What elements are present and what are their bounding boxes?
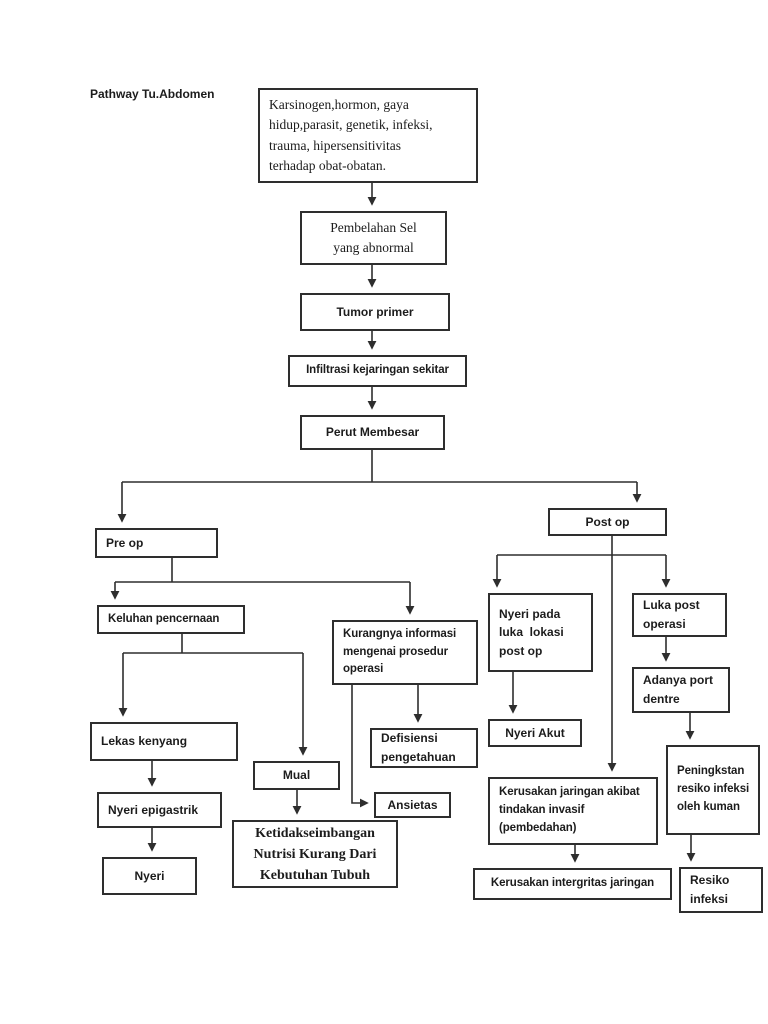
node-nyeri-pada-luka: Nyeri pada luka lokasi post op <box>488 593 593 672</box>
node-nyeri: Nyeri <box>102 857 197 895</box>
node-tumor-primer: Tumor primer <box>300 293 450 331</box>
line-keluhan-split <box>123 634 303 654</box>
node-kerusakan-intergritas: Kerusakan intergritas jaringan <box>473 868 672 900</box>
node-ansietas: Ansietas <box>374 792 451 818</box>
node-infiltrasi: Infiltrasi kejaringan sekitar <box>288 355 467 387</box>
node-perut-membesar: Perut Membesar <box>300 415 445 450</box>
line-preop-split <box>115 558 410 583</box>
node-lekas-kenyang: Lekas kenyang <box>90 722 238 761</box>
node-luka-post-operasi: Luka post operasi <box>632 593 727 637</box>
node-adanya-port-dentre: Adanya port dentre <box>632 667 730 713</box>
node-nyeri-epigastrik: Nyeri epigastrik <box>97 792 222 828</box>
node-pre-op: Pre op <box>95 528 218 558</box>
node-defisiensi-pengetahuan: Defisiensi pengetahuan <box>370 728 478 768</box>
node-post-op: Post op <box>548 508 667 536</box>
node-ketidakseimbangan-nutrisi: Ketidakseimbangan Nutrisi Kurang Dari Ke… <box>232 820 398 888</box>
node-peningkstan-resiko: Peningkstan resiko infeksi oleh kuman <box>666 745 760 835</box>
node-resiko-infeksi: Resiko infeksi <box>679 867 763 913</box>
node-kerusakan-jaringan: Kerusakan jaringan akibat tindakan invas… <box>488 777 658 845</box>
node-mual: Mual <box>253 761 340 790</box>
node-keluhan-pencernaan: Keluhan pencernaan <box>97 605 245 634</box>
page-title: Pathway Tu.Abdomen <box>90 87 215 101</box>
node-karsinogen: Karsinogen,hormon, gaya hidup,parasit, g… <box>258 88 478 183</box>
arrow-kurangnya-ansietas <box>351 685 369 808</box>
node-pembelahan-sel: Pembelahan Sel yang abnormal <box>300 211 447 265</box>
node-kurangnya-informasi: Kurangnya informasi mengenai prosedur op… <box>332 620 478 685</box>
line-perut-split <box>122 450 637 483</box>
node-nyeri-akut: Nyeri Akut <box>488 719 582 747</box>
